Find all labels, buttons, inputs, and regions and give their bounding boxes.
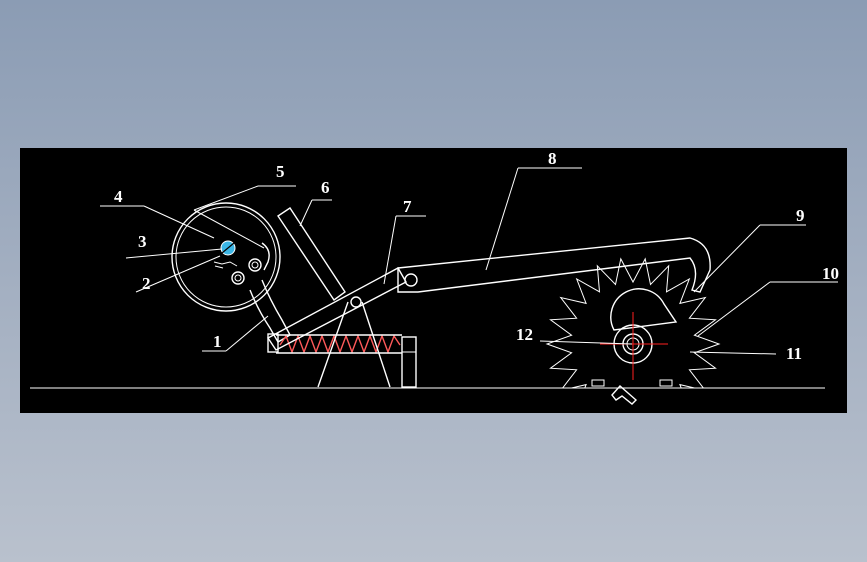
callout-12: 12 (516, 325, 533, 344)
bottom-bracket (611, 385, 638, 405)
cad-viewport: 1 2 3 4 5 6 7 8 9 10 11 12 (20, 148, 847, 413)
callout-3: 3 (138, 232, 147, 251)
callout-9: 9 (796, 206, 805, 225)
callout-4: 4 (114, 187, 123, 206)
leader-lines (100, 167, 838, 355)
callout-1: 1 (213, 332, 222, 351)
spring-icon (279, 334, 401, 354)
callout-2: 2 (142, 274, 151, 293)
sprocket-wheel-icon (545, 257, 721, 388)
callout-8: 8 (548, 149, 557, 168)
angled-plate (277, 207, 346, 301)
callout-6: 6 (321, 178, 330, 197)
callout-5: 5 (276, 162, 285, 181)
spring-block (401, 336, 417, 388)
drum-icon (171, 202, 281, 312)
callout-7: 7 (403, 197, 412, 216)
mechanism-drawing: 1 2 3 4 5 6 7 8 9 10 11 12 (30, 149, 839, 405)
long-link (397, 237, 711, 293)
drum-hook (261, 242, 270, 271)
callout-10: 10 (822, 264, 839, 283)
callout-11: 11 (786, 344, 802, 363)
